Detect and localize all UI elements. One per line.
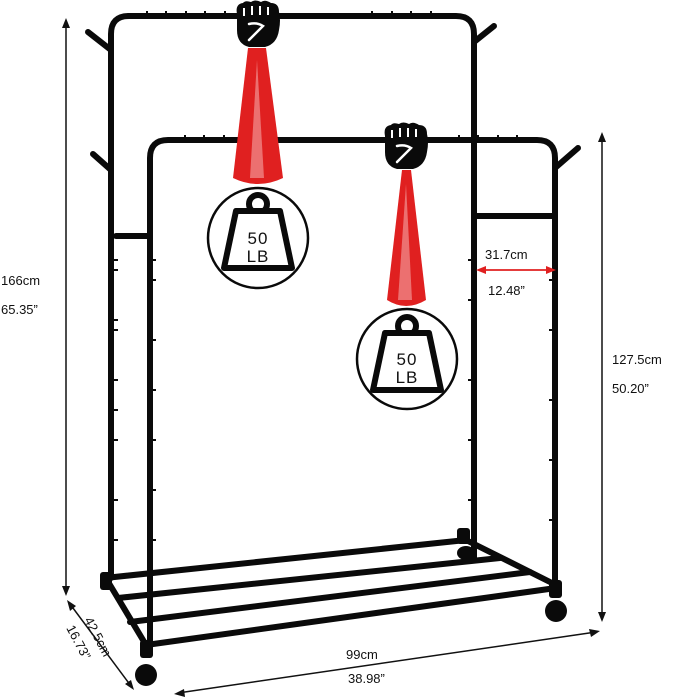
rear-right-hook-top bbox=[471, 23, 497, 45]
base-inner-bar-2 bbox=[127, 569, 533, 625]
load-badge-1: 50 LB bbox=[206, 186, 310, 290]
caster-rear-right-wheel bbox=[457, 546, 475, 560]
front-frame bbox=[147, 137, 581, 648]
base-front-bar bbox=[143, 585, 559, 648]
caster-front-left bbox=[140, 640, 153, 658]
front-top-rail bbox=[147, 137, 558, 648]
weight-icon bbox=[370, 314, 444, 393]
badge-value: 50 bbox=[248, 229, 269, 248]
width-in-label: 38.98” bbox=[348, 671, 385, 686]
badge-unit: LB bbox=[396, 368, 419, 387]
rear-left-hook-top bbox=[85, 29, 114, 53]
caster-front-right bbox=[549, 580, 562, 598]
front-height-cm-label: 127.5cm bbox=[612, 352, 662, 367]
badge-unit: LB bbox=[247, 247, 270, 266]
width-dimension-line bbox=[177, 631, 597, 694]
rail-gap-arrow bbox=[476, 266, 556, 274]
rear-frame bbox=[85, 13, 558, 581]
fist-icon bbox=[236, 0, 280, 47]
depth-dimension-line bbox=[69, 603, 132, 687]
caster-rear-right bbox=[457, 528, 470, 544]
caster-front-right-wheel bbox=[545, 600, 567, 622]
base-rear-right bbox=[463, 537, 559, 588]
caster-wheels bbox=[100, 528, 567, 686]
base-rear-bar bbox=[102, 537, 469, 581]
load-funnel-2 bbox=[387, 170, 426, 306]
red-funnel-1-highlight bbox=[250, 60, 264, 178]
rear-left-hook-mid bbox=[90, 151, 114, 173]
rear-top-rail bbox=[108, 13, 477, 581]
base-inner-bar-1 bbox=[115, 555, 503, 601]
load-badge-2: 50 LB bbox=[355, 307, 459, 411]
badge-value: 50 bbox=[397, 350, 418, 369]
height-in-label: 65.35” bbox=[1, 302, 38, 317]
dimension-lines bbox=[62, 18, 606, 697]
weight-icon bbox=[221, 192, 295, 271]
front-right-hook bbox=[552, 145, 581, 171]
caster-front-left-wheel bbox=[135, 664, 157, 686]
frame-peg-holes bbox=[113, 11, 554, 541]
rail-gap-in-label: 12.48” bbox=[488, 283, 525, 298]
rail-gap-cm-label: 31.7cm bbox=[485, 247, 528, 262]
fist-icon bbox=[384, 122, 428, 169]
shoe-rack-base bbox=[102, 537, 559, 648]
height-cm-label: 166cm bbox=[1, 273, 40, 288]
red-funnel-2-highlight bbox=[398, 184, 412, 300]
load-funnel-1 bbox=[233, 48, 283, 184]
width-cm-label: 99cm bbox=[346, 647, 378, 662]
base-left-side bbox=[104, 577, 149, 648]
front-height-in-label: 50.20” bbox=[612, 381, 649, 396]
caster-rear-left bbox=[100, 572, 112, 590]
